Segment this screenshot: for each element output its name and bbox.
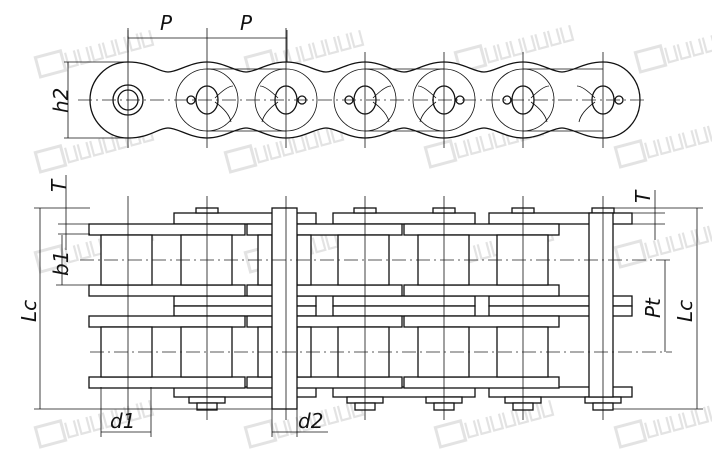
pin-diameter-label: d2 (298, 409, 323, 433)
inner-plate (246, 376, 403, 389)
spring-clip-icon (576, 85, 596, 123)
watermark-logo-box (453, 44, 488, 74)
watermark-lettering (644, 119, 712, 159)
watermark-logo (33, 29, 155, 79)
watermark-logo-box (33, 419, 68, 449)
pin-centerlines (127, 28, 604, 148)
pitch-label: P (240, 11, 253, 35)
middle-plate (332, 305, 476, 317)
watermark-logo (633, 24, 712, 74)
watermark-lettering (644, 399, 712, 439)
inner-plate (88, 284, 246, 297)
inner-width-label: b1 (49, 251, 73, 276)
inner-plate (246, 223, 403, 236)
watermark-lettering (64, 124, 155, 164)
watermark-logo-box (33, 244, 68, 274)
inner-plate (88, 315, 246, 328)
inner-plate (246, 315, 403, 328)
watermark-logo-box (613, 239, 648, 269)
inner-plate (403, 315, 560, 328)
spring-clip-icon (259, 85, 279, 123)
watermark-lettering (274, 399, 365, 439)
transverse-pitch-label: Pt (641, 297, 665, 318)
pitch-label: P (160, 11, 173, 35)
watermark-logo (33, 124, 155, 174)
side-view: P P h2 (49, 11, 648, 148)
plate-thickness-label: T (631, 189, 655, 203)
watermark-logo-box (243, 419, 278, 449)
outer-plate (332, 212, 476, 225)
watermark-logo (613, 399, 712, 449)
watermark-logo-box (613, 139, 648, 169)
watermark-logo (223, 124, 345, 174)
pin-length-label: Lc (17, 300, 41, 322)
inner-plate (88, 376, 246, 389)
outer-plate (488, 386, 633, 398)
watermark-lettering (464, 399, 555, 439)
inner-plate-lines (207, 68, 603, 132)
spring-clip-icon (214, 85, 234, 123)
watermark-lettering (664, 24, 712, 64)
watermark-logo (243, 399, 365, 449)
watermark-logo-box (433, 419, 468, 449)
watermark-logo-box (223, 144, 258, 174)
watermark-logo-box (423, 139, 458, 169)
watermark-logo (423, 119, 545, 169)
spring-clip-icon (530, 85, 550, 123)
middle-plate (332, 295, 476, 307)
watermark-logo-box (33, 144, 68, 174)
inner-plate (403, 223, 560, 236)
spring-clip-icon (417, 85, 437, 123)
connecting-pin (271, 207, 298, 410)
watermark-lettering (484, 24, 575, 64)
spring-clip-icon (372, 85, 392, 123)
inner-plate (246, 284, 403, 297)
watermark-logo (453, 24, 575, 74)
middle-plate (488, 305, 633, 317)
plate-thickness-label: T (47, 178, 71, 192)
watermark-logo (613, 219, 712, 269)
watermark-lettering (64, 29, 155, 69)
watermark-logo (613, 119, 712, 169)
watermark-logo (433, 399, 555, 449)
watermark-logo (33, 399, 155, 449)
watermark-lettering (454, 119, 545, 159)
plan-view: Lc T b1 T Pt Lc d1 d2 (17, 175, 703, 437)
pin (588, 212, 614, 398)
inner-plate (403, 284, 560, 297)
plate-height-label: h2 (49, 88, 73, 113)
roller-diameter-label: d1 (110, 409, 135, 433)
inner-plate (88, 223, 246, 236)
watermark-lettering (254, 124, 345, 164)
watermark-logo-box (633, 44, 668, 74)
outer-plate (488, 212, 633, 225)
watermark-lettering (644, 219, 712, 259)
watermark-lettering (64, 399, 155, 439)
pin-length-label: Lc (673, 300, 697, 322)
watermark-logo-box (613, 419, 648, 449)
inner-plate (403, 376, 560, 389)
watermark-logo-box (33, 49, 68, 79)
